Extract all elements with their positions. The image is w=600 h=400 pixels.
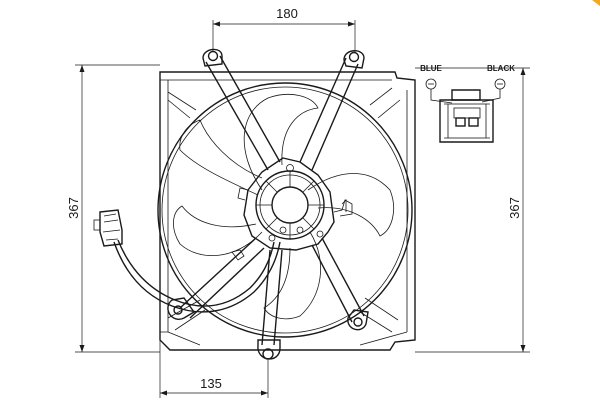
wire-harness <box>113 239 281 313</box>
minus-icon-black <box>494 78 506 90</box>
mounting-lug-bottom <box>257 339 281 360</box>
fan-blades <box>173 94 394 320</box>
shroud-frame <box>159 71 416 351</box>
dimension-top-value: 180 <box>276 6 298 21</box>
mounting-lug-top-left <box>202 48 223 67</box>
mounting-lugs <box>167 48 369 360</box>
dimension-top: 180 <box>212 6 356 52</box>
pin-label-black: BLACK <box>487 64 515 73</box>
dimension-bottom: 135 <box>159 340 269 398</box>
dimension-left-value: 367 <box>66 197 81 219</box>
mounting-lug-right <box>347 309 369 331</box>
corner-accent-mark <box>592 0 600 6</box>
support-arms <box>179 55 365 346</box>
pin-label-blue: BLUE <box>420 64 442 73</box>
minus-icon-blue <box>425 78 437 90</box>
dimension-left: 367 <box>66 64 160 353</box>
fan-ring <box>157 82 413 338</box>
mounting-lug-left <box>167 297 196 320</box>
dimension-right: 367 <box>415 67 530 353</box>
connector-pinout-detail: BLUE BLACK <box>420 64 515 143</box>
motor-hub <box>237 157 353 251</box>
harness-connector-plug <box>93 209 123 247</box>
mounting-lug-top-right <box>343 50 365 69</box>
dimension-bottom-value: 135 <box>200 376 222 391</box>
dimension-right-value: 367 <box>507 197 522 219</box>
